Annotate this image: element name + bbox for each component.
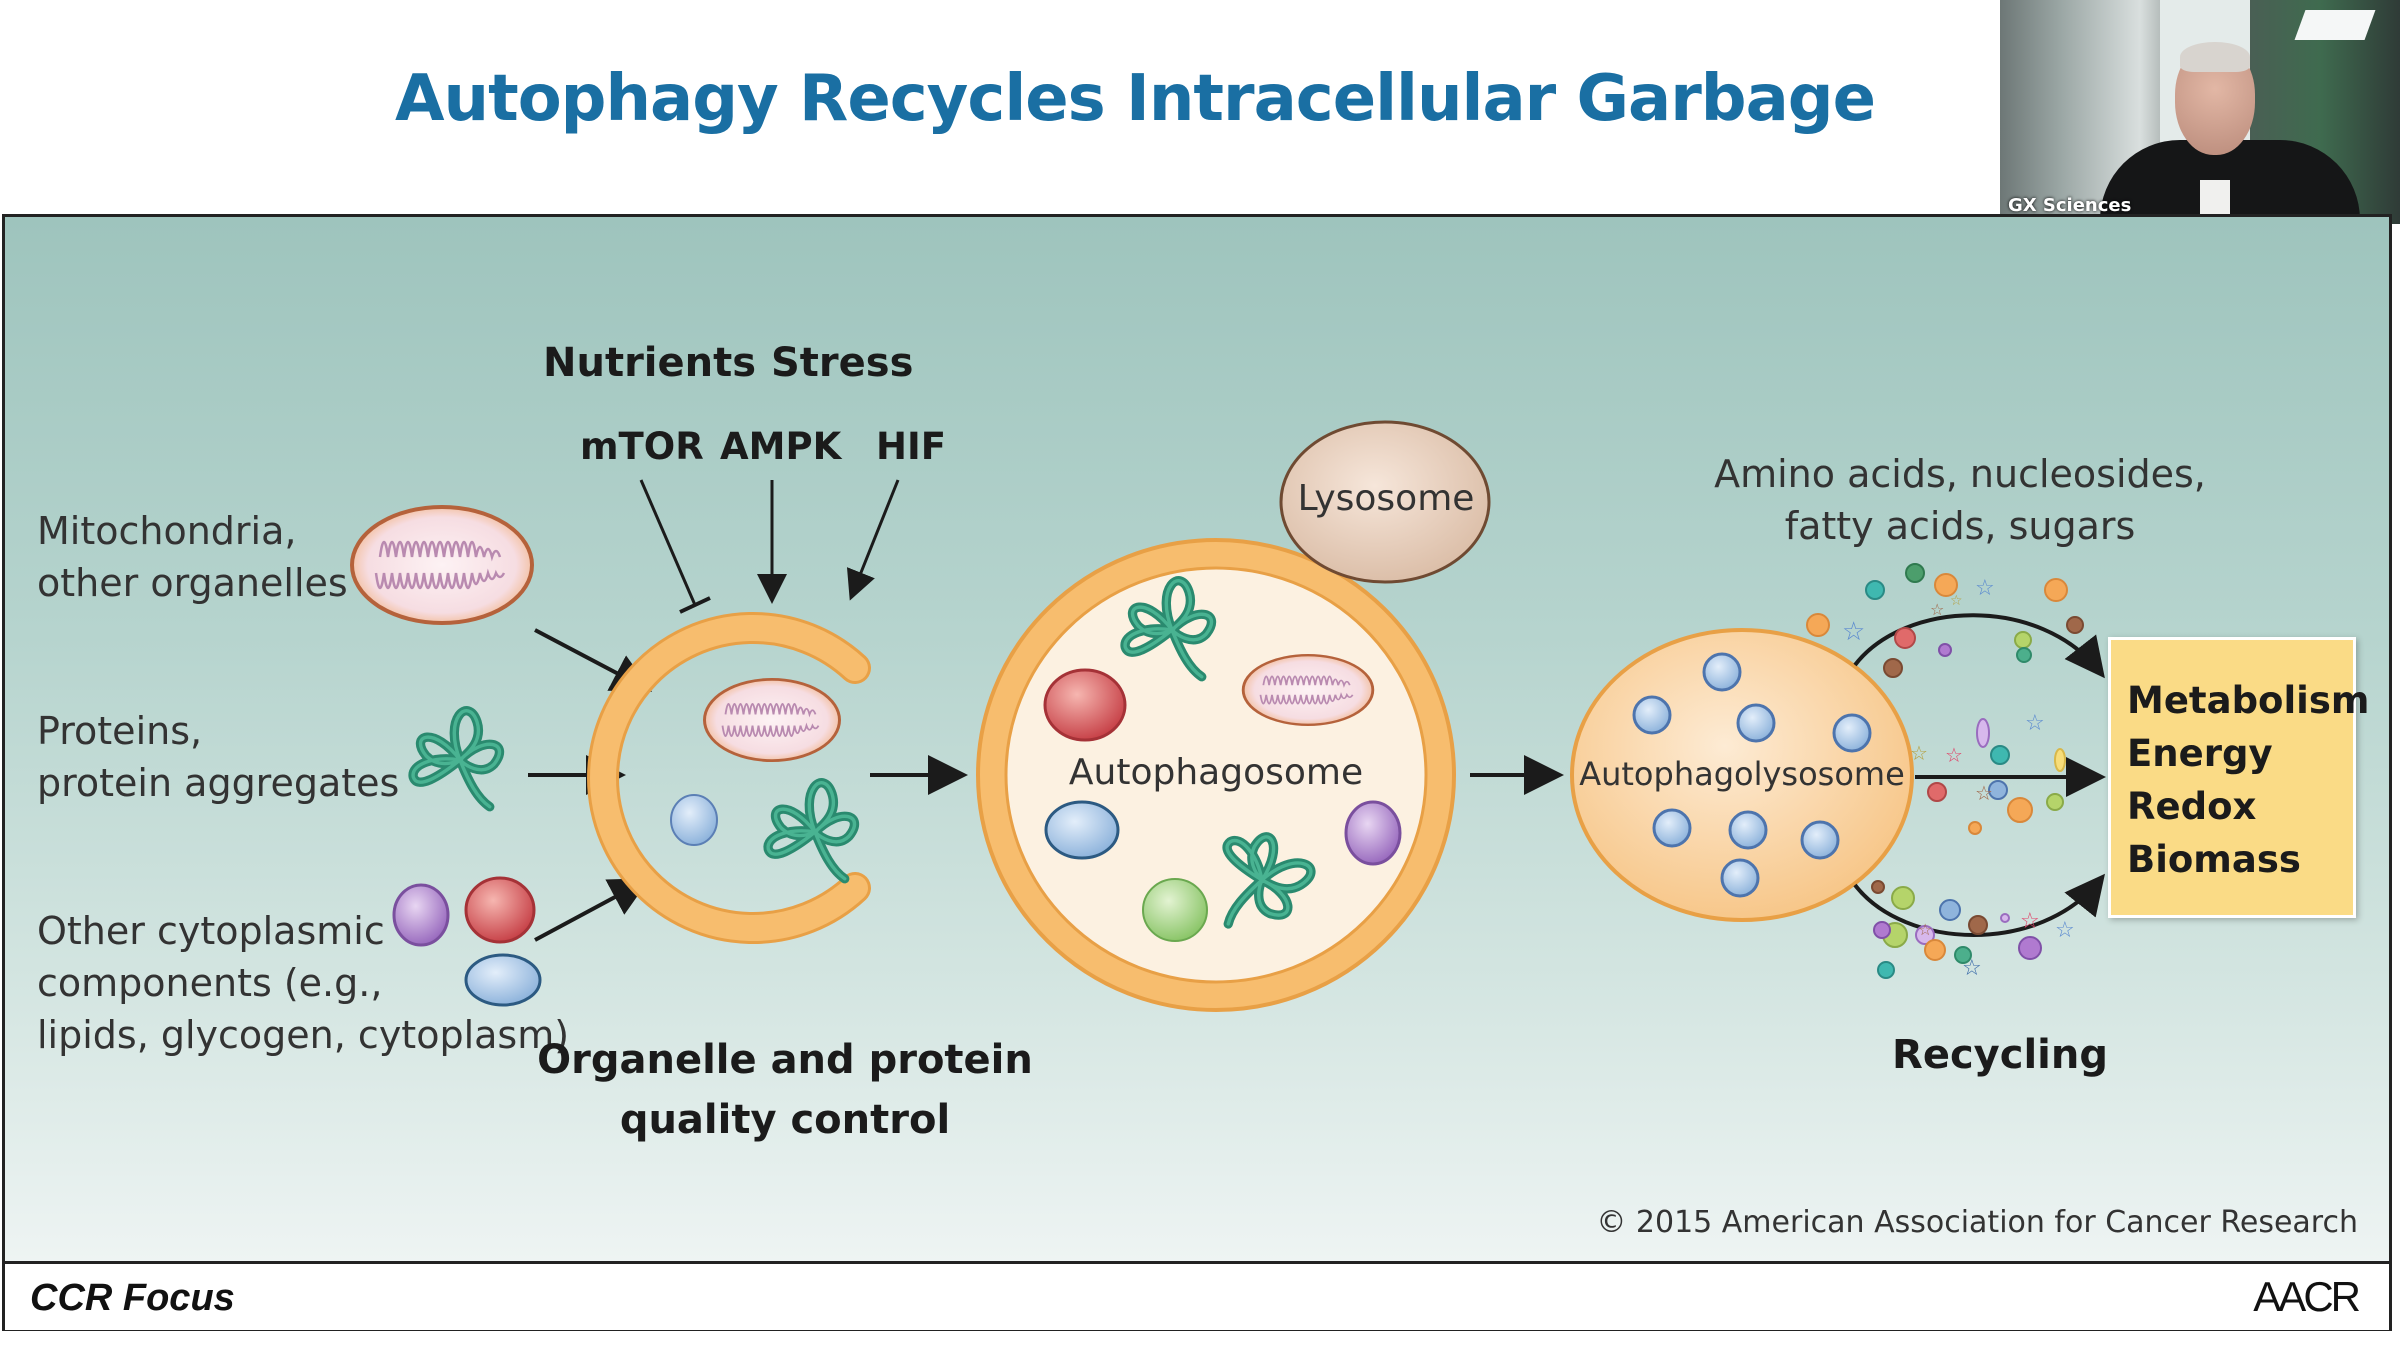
quality-control-caption-line2: quality control <box>619 1097 951 1143</box>
arrow-cytoplasm-to-phagophore <box>534 878 651 942</box>
input-label-cytoplasm-line3: lipids, glycogen, cytoplasm) <box>37 1013 570 1057</box>
autophagosome-mitochondrion <box>1241 653 1375 727</box>
autophagosome-green-vesicle <box>1142 878 1208 942</box>
svg-text:☆: ☆ <box>2055 918 2075 943</box>
output-redox: Redox <box>2127 785 2257 828</box>
recycling-caption: Recycling <box>1892 1032 2108 1078</box>
input-label-cytoplasm-line1: Other cytoplasmic <box>37 909 385 953</box>
copyright-notice: © 2015 American Association for Cancer R… <box>1596 1205 2358 1240</box>
webcam-video-tile[interactable]: GX Sciences <box>2000 0 2400 224</box>
autophagolysosome-label: Autophagolysosome <box>1579 755 1905 793</box>
products-label-line1: Amino acids, nucleosides, <box>1714 452 2206 496</box>
autophagosome-label: Autophagosome <box>1068 752 1364 793</box>
svg-text:☆: ☆ <box>1962 956 1982 981</box>
output-energy: Energy <box>2127 732 2273 775</box>
purple-vesicle-icon <box>392 883 450 947</box>
metabolite-particles <box>1806 563 2084 979</box>
input-label-cytoplasm-line2: components (e.g., <box>37 961 383 1005</box>
products-label: Amino acids, nucleosides, fatty acids, s… <box>1680 448 2240 552</box>
red-vesicle-icon <box>464 876 536 944</box>
arrow-recycling-lower <box>1853 873 2106 937</box>
svg-text:☆: ☆ <box>1842 617 1865 647</box>
metabolite-stars: ☆ ☆ ☆ ☆ ☆ ☆ ☆ ☆ ☆ ☆ ☆ ☆ <box>1842 576 2075 981</box>
webcam-person-hair <box>2180 42 2250 72</box>
input-label-proteins-line1: Proteins, <box>37 709 203 753</box>
svg-text:☆: ☆ <box>1910 741 1928 765</box>
autophagolysosome-degradation-vesicles <box>1632 652 1872 898</box>
svg-text:☆: ☆ <box>2025 711 2045 736</box>
autophagosome-purple-vesicle <box>1344 800 1402 866</box>
input-label-proteins-line2: protein aggregates <box>37 761 400 805</box>
regulator-mtor: mTOR <box>580 425 704 468</box>
protein-aggregate-icon <box>413 711 499 807</box>
figure-footer <box>5 1264 2389 1330</box>
svg-text:☆: ☆ <box>1945 743 1963 767</box>
hif-activation-arrow <box>846 479 900 601</box>
output-biomass: Biomass <box>2127 838 2301 881</box>
svg-text:☆: ☆ <box>1930 600 1944 619</box>
aacr-logo: AACR <box>2253 1273 2361 1320</box>
input-label-proteins: Proteins, protein aggregates <box>37 705 399 809</box>
signal-group-nutrients: Nutrients <box>543 340 757 386</box>
svg-text:☆: ☆ <box>1950 593 1963 609</box>
engulfed-mitochondrion-icon <box>703 677 841 763</box>
input-label-organelles-line1: Mitochondria, <box>37 509 297 553</box>
lysosome-label: Lysosome <box>1297 478 1475 519</box>
autophagosome-blue-vesicle <box>1044 800 1120 860</box>
input-label-organelles: Mitochondria, other organelles <box>37 505 348 609</box>
mtor-inhibition-bar <box>679 596 711 614</box>
output-metabolism: Metabolism <box>2127 679 2370 722</box>
regulator-hif: HIF <box>876 425 947 468</box>
slide-title: Autophagy Recycles Intracellular Garbage <box>395 62 1876 136</box>
webcam-person-body <box>2100 140 2360 224</box>
mtor-inhibition-line <box>639 479 697 606</box>
svg-text:☆: ☆ <box>1975 781 1993 805</box>
products-label-line2: fatty acids, sugars <box>1784 504 2136 548</box>
journal-label: CCR Focus <box>30 1277 235 1319</box>
outputs-box: Metabolism Energy Redox Biomass <box>2108 637 2370 918</box>
engulfed-protein-icon <box>768 783 854 879</box>
svg-text:☆: ☆ <box>2020 909 2040 934</box>
lysosome <box>1279 420 1491 584</box>
webcam-participant-name: GX Sciences <box>2008 195 2132 216</box>
blue-vesicle-icon <box>464 953 542 1007</box>
input-label-organelles-line2: other organelles <box>37 561 348 605</box>
arrow-recycling-upper <box>1853 613 2105 679</box>
quality-control-caption: Organelle and protein quality control <box>535 1030 1035 1150</box>
autophagosome-red-vesicle <box>1043 668 1127 742</box>
mitochondrion-icon <box>350 505 534 625</box>
engulfed-vesicle-icon <box>670 794 718 846</box>
svg-text:☆: ☆ <box>1918 920 1932 939</box>
signal-group-stress: Stress <box>771 340 914 386</box>
regulator-ampk: AMPK <box>720 425 842 468</box>
input-label-cytoplasm: Other cytoplasmic components (e.g., lipi… <box>37 905 569 1061</box>
svg-text:☆: ☆ <box>1975 576 1995 601</box>
phagophore-membrane <box>590 615 868 941</box>
footer-divider <box>2 1261 2392 1264</box>
quality-control-caption-line1: Organelle and protein <box>537 1037 1033 1083</box>
